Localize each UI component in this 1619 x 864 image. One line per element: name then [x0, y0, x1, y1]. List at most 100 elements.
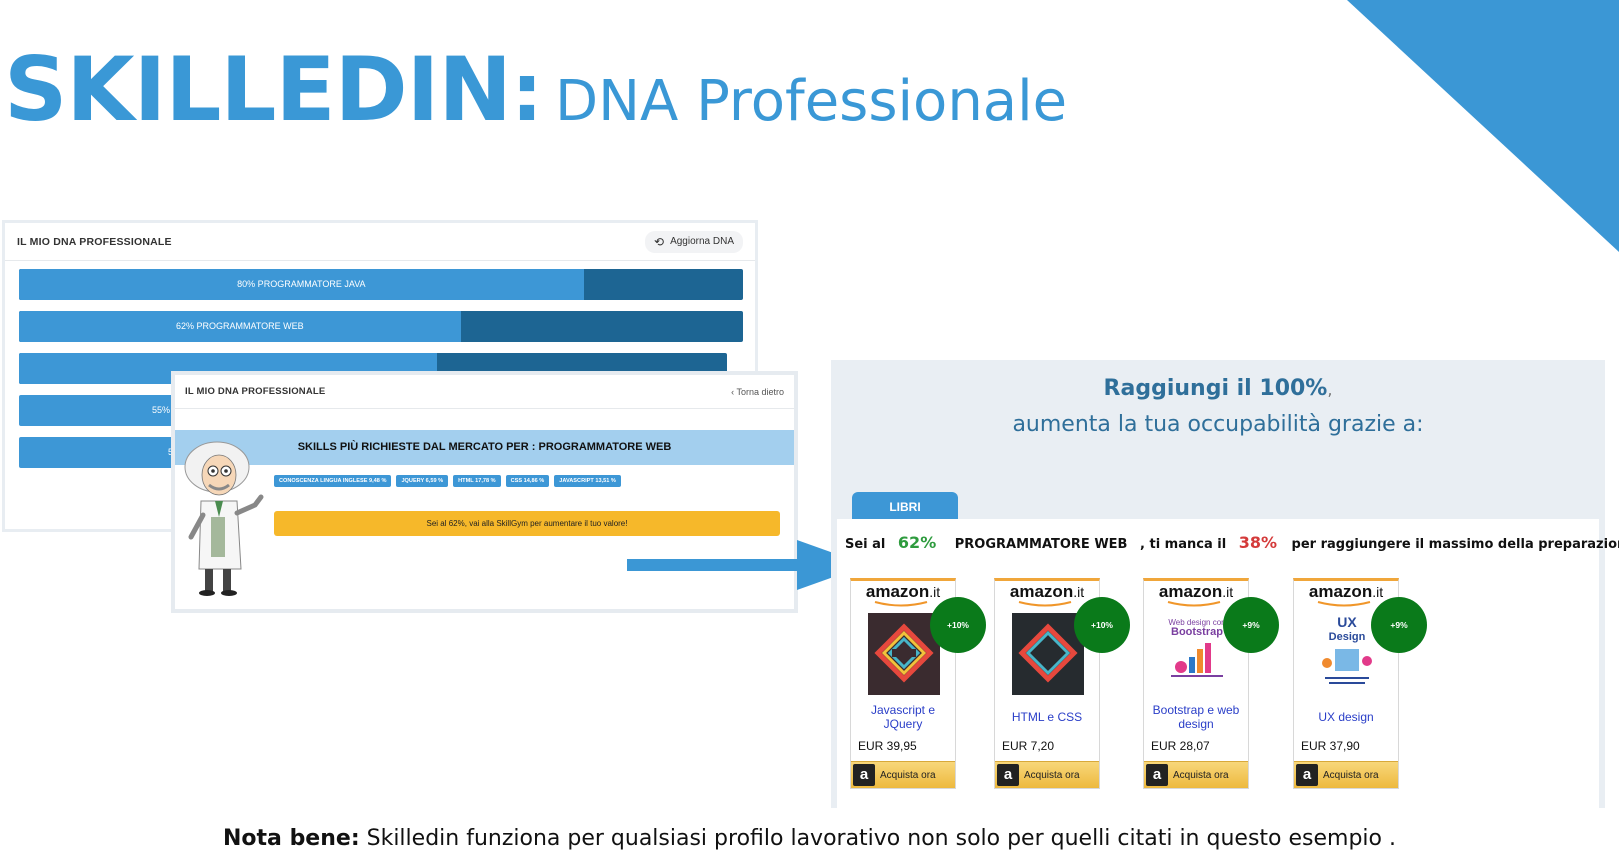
amazon-logo-text: amazon — [865, 582, 930, 601]
amazon-a-icon: a — [997, 764, 1019, 786]
buy-now-button[interactable]: a Acquista ora — [995, 761, 1099, 788]
info-mid: , ti manca il — [1140, 537, 1227, 552]
amazon-smile-icon — [874, 601, 928, 607]
skills-panel-header: IL MIO DNA PROFESSIONALE ‹ Torna dietro — [175, 375, 794, 409]
scientist-mascot — [184, 441, 264, 596]
dna-panel-title: IL MIO DNA PROFESSIONALE — [17, 235, 172, 248]
buy-now-label: Acquista ora — [1323, 769, 1379, 781]
back-link[interactable]: ‹ Torna dietro — [731, 386, 784, 397]
reach-subtitle: aumenta la tua occupabilità grazie a: — [1012, 412, 1424, 437]
dna-bar-label: 55% — [151, 405, 170, 415]
current-percentage: 62% — [897, 533, 937, 552]
amazon-logo: amazon.it — [1144, 581, 1248, 606]
reach-panel: Raggiungi il 100%, aumenta la tua occupa… — [831, 360, 1619, 808]
skillgym-cta-button[interactable]: Sei al 62%, vai alla SkillGym per aument… — [274, 511, 780, 536]
skills-banner: SKILLS PIÙ RICHIESTE DAL MERCATO PER : P… — [175, 430, 794, 465]
book-title[interactable]: UX design — [1318, 710, 1374, 724]
books-area: Sei al 62% PROGRAMMATORE WEB , ti manca … — [837, 519, 1619, 808]
page-subtitle: DNA Professionale — [555, 69, 1068, 134]
amazon-smile-icon — [1317, 601, 1371, 607]
book-cover-javascript — [868, 613, 940, 695]
brand-name: SKILLEDIN — [4, 38, 512, 141]
amazon-smile-icon — [1167, 601, 1221, 607]
dna-bar-label: 62% PROGRAMMATORE WEB — [175, 321, 304, 331]
buy-now-button[interactable]: a Acquista ora — [851, 761, 955, 788]
book-title[interactable]: Bootstrap e web design — [1152, 703, 1240, 731]
buy-now-label: Acquista ora — [880, 769, 936, 781]
amazon-logo-tld: .it — [1073, 584, 1085, 600]
skill-tag[interactable]: CSS 14,86 % — [505, 475, 550, 487]
skill-tag[interactable]: JQUERY 6,59 % — [396, 475, 449, 487]
skill-tag[interactable]: JAVASCRIPT 13,51 % — [554, 475, 621, 487]
book-price: EUR 39,95 — [858, 739, 917, 753]
amazon-a-icon: a — [853, 764, 875, 786]
book-title[interactable]: HTML e CSS — [1011, 710, 1083, 724]
footnote-text: Skilledin funziona per qualsiasi profilo… — [359, 826, 1396, 851]
page-title: SKILLEDIN:DNA Professionale — [4, 38, 1067, 141]
amazon-a-icon: a — [1146, 764, 1168, 786]
cover-text: Bootstrap — [1171, 626, 1223, 638]
book-card[interactable]: amazon.it Web design con Bootstrap Boots… — [1143, 578, 1249, 789]
book-price: EUR 28,07 — [1151, 739, 1210, 753]
boost-badge: +10% — [930, 597, 986, 653]
cover-text: Design — [1329, 631, 1366, 643]
corner-decoration — [1347, 0, 1619, 252]
dna-bar-fill — [19, 311, 461, 342]
job-profile: PROGRAMMATORE WEB — [954, 537, 1128, 552]
dna-bar-label: 5 — [19, 437, 177, 468]
update-dna-button[interactable]: ⟲ Aggiorna DNA — [645, 230, 743, 253]
boost-badge: +9% — [1371, 597, 1427, 653]
buy-now-button[interactable]: a Acquista ora — [1294, 761, 1398, 788]
amazon-logo: amazon.it — [1294, 581, 1398, 606]
book-cover-html-css — [1012, 613, 1084, 695]
dna-bar-web[interactable]: 62% PROGRAMMATORE WEB — [19, 311, 743, 342]
amazon-logo: amazon.it — [995, 581, 1099, 606]
dna-bar-fill — [19, 269, 584, 300]
dna-panel-header: IL MIO DNA PROFESSIONALE ⟲ Aggiorna DNA — [5, 223, 755, 261]
progress-info: Sei al 62% PROGRAMMATORE WEB , ti manca … — [845, 533, 1619, 552]
cover-text: UX — [1337, 614, 1357, 630]
book-price: EUR 7,20 — [1002, 739, 1055, 753]
title-colon: : — [511, 46, 544, 139]
skill-tag[interactable]: HTML 17,78 % — [453, 475, 501, 487]
boost-badge: +9% — [1223, 597, 1279, 653]
skill-tags: CONOSCENZA LINGUA INGLESE 9,48 % JQUERY … — [274, 475, 621, 487]
book-card[interactable]: amazon.it Javascript e JQuery EUR 39,95 … — [850, 578, 956, 789]
book-cover-bootstrap: Web design con Bootstrap — [1161, 613, 1233, 695]
amazon-logo-text: amazon — [1158, 582, 1223, 601]
skills-panel: IL MIO DNA PROFESSIONALE ‹ Torna dietro … — [171, 371, 798, 613]
amazon-logo-text: amazon — [1009, 582, 1074, 601]
buy-now-button[interactable]: a Acquista ora — [1144, 761, 1248, 788]
buy-now-label: Acquista ora — [1173, 769, 1229, 781]
reach-title-comma: , — [1327, 380, 1333, 399]
update-dna-label: Aggiorna DNA — [670, 236, 734, 247]
refresh-icon: ⟲ — [654, 234, 665, 249]
missing-percentage: 38% — [1238, 533, 1277, 552]
dna-bar-label: 80% PROGRAMMATORE JAVA — [237, 279, 366, 289]
amazon-a-icon: a — [1296, 764, 1318, 786]
footnote-label: Nota bene: — [223, 826, 360, 851]
amazon-smile-icon — [1018, 601, 1072, 607]
skills-panel-title: IL MIO DNA PROFESSIONALE — [185, 386, 326, 397]
footnote: Nota bene: Skilledin funziona per qualsi… — [0, 826, 1619, 851]
amazon-logo-tld: .it — [929, 584, 941, 600]
info-suffix: per raggiungere il massimo della prepara… — [1291, 537, 1619, 552]
boost-badge: +10% — [1074, 597, 1130, 653]
cover-text: Web design con — [1168, 618, 1225, 627]
reach-title: Raggiungi il 100%, — [831, 376, 1605, 401]
dna-bar-java[interactable]: 80% PROGRAMMATORE JAVA — [19, 269, 743, 300]
amazon-logo-tld: .it — [1372, 584, 1384, 600]
tab-libri[interactable]: LIBRI — [852, 492, 958, 520]
book-cover-ux-design: UX Design — [1311, 613, 1383, 695]
amazon-logo-text: amazon — [1308, 582, 1373, 601]
reach-title-text: Raggiungi il 100% — [1103, 376, 1328, 401]
skill-tag[interactable]: CONOSCENZA LINGUA INGLESE 9,48 % — [274, 475, 392, 487]
buy-now-label: Acquista ora — [1024, 769, 1080, 781]
book-title[interactable]: Javascript e JQuery — [870, 703, 936, 731]
amazon-logo: amazon.it — [851, 581, 955, 606]
back-link-label: Torna dietro — [736, 386, 784, 397]
info-prefix: Sei al — [845, 537, 886, 552]
book-price: EUR 37,90 — [1301, 739, 1360, 753]
book-card[interactable]: amazon.it HTML e CSS EUR 7,20 a Acquista… — [994, 578, 1100, 789]
amazon-logo-tld: .it — [1222, 584, 1234, 600]
